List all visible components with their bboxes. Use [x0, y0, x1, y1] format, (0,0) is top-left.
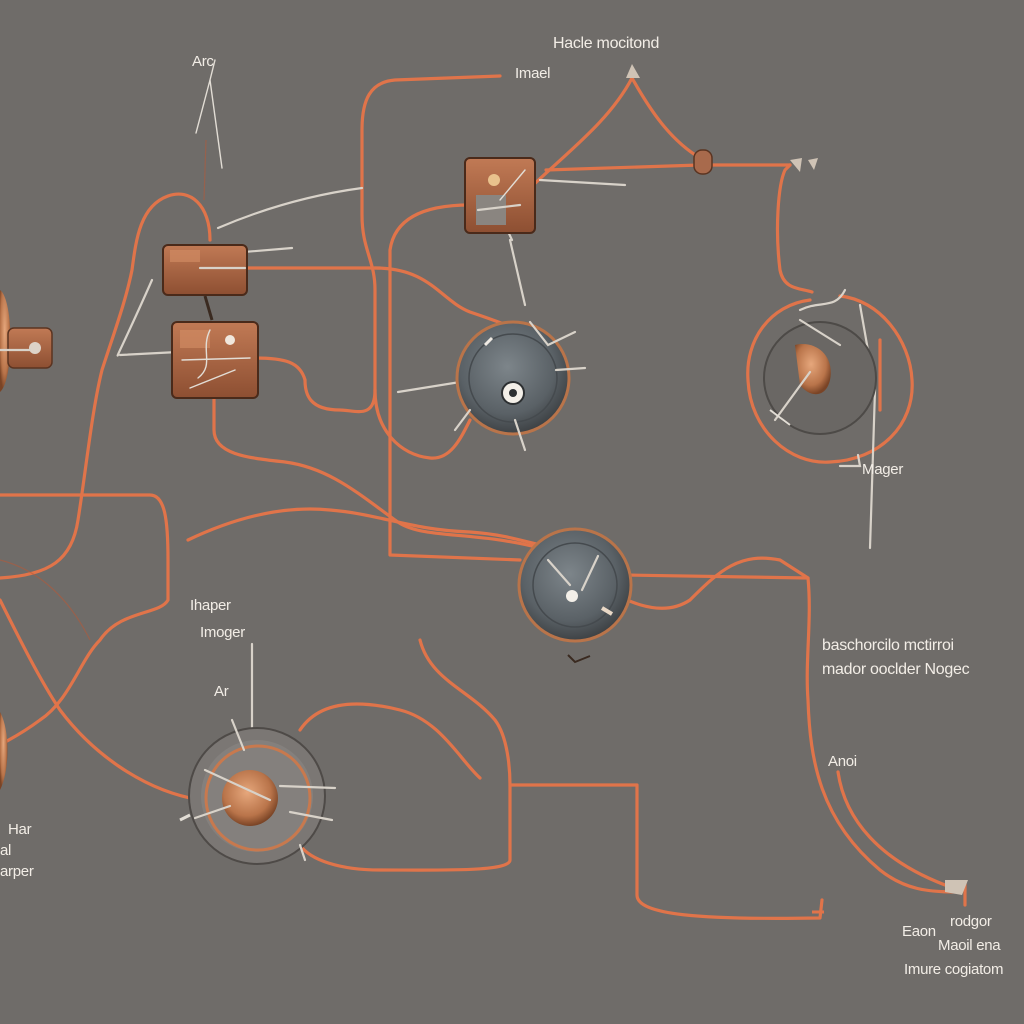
label-right-low: Anoi — [828, 753, 857, 770]
label-top-sub: Imael — [515, 65, 551, 82]
motor-right-ring — [763, 288, 877, 435]
terminal-bottom-right — [812, 880, 968, 914]
terminal-block-2 — [171, 321, 259, 399]
terminal-block-1 — [162, 244, 248, 321]
label-bottom-right-4: Imure cogiatom — [904, 961, 1004, 978]
motor-bottom-left — [179, 718, 337, 865]
relay-block-top — [464, 157, 536, 234]
label-right-block-2: mador ooclder Nogec — [822, 661, 970, 678]
label-top-title: Hacle mocitond — [553, 35, 660, 52]
motor-center-upper — [453, 320, 587, 452]
label-left-mid-3: Ar — [214, 683, 229, 700]
label-bottom-right-1: Eaon — [902, 923, 936, 940]
label-left-mid-2: Imoger — [200, 624, 245, 641]
label-top-left: Arc — [192, 53, 214, 70]
label-left-low-3: arper — [0, 863, 34, 880]
left-edge-terminal — [0, 290, 53, 392]
motor-center-middle — [517, 527, 633, 664]
wire-connector-top — [626, 64, 818, 175]
label-right-block-1: baschorcilo mctirroi — [822, 637, 954, 654]
label-left-low-2: al — [0, 842, 12, 859]
wire-network — [0, 59, 967, 921]
label-left-mid-1: Ihaper — [190, 597, 231, 614]
label-right-mid: Mager — [862, 461, 904, 478]
label-bottom-right-2: rodgor — [950, 913, 992, 930]
label-left-low-1: Har — [8, 821, 32, 838]
left-edge-terminal-low — [0, 712, 8, 790]
label-bottom-right-3: Maoil ena — [938, 937, 1001, 954]
